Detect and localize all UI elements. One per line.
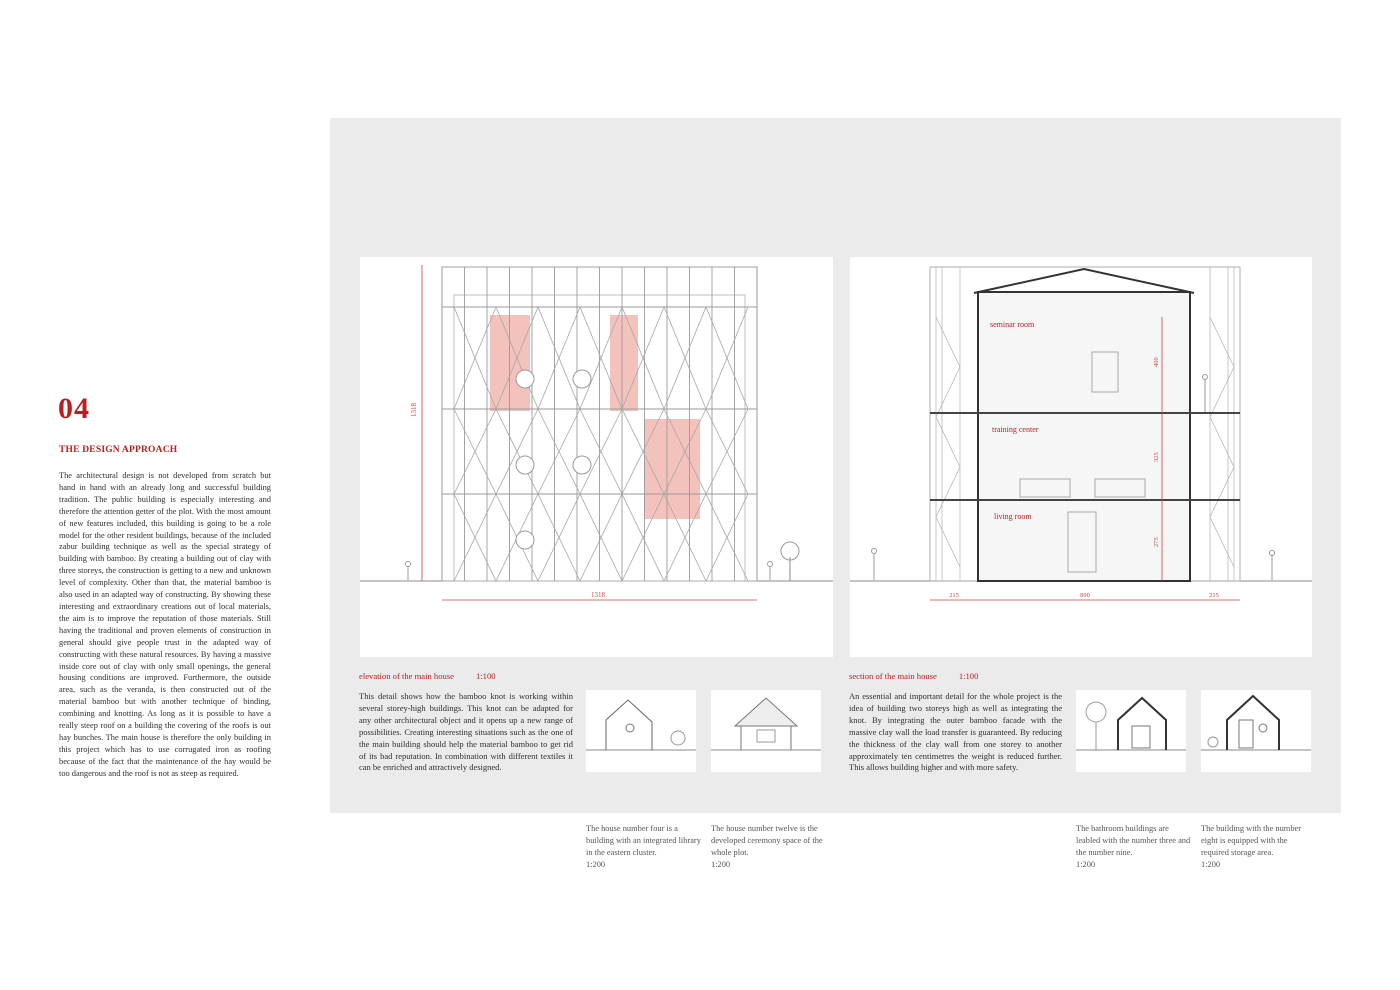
tree-icon [780,541,800,581]
drawing-panel: 1318 1318 [330,118,1341,813]
section-heading: THE DESIGN APPROACH [59,445,178,455]
dim-horizontal-3: 215 [1209,592,1219,599]
thumbnail-note-4: The building with the number eight is eq… [1201,824,1302,869]
section-drawing: seminar room training center living room… [850,257,1312,657]
elevation-svg: 1318 1318 [360,257,833,657]
room-label-training: training center [992,425,1039,434]
house-four-thumbnail [586,690,696,772]
section-description: An essential and important detail for th… [849,691,1062,773]
dim-vertical-2: 325 [1153,452,1160,462]
section-svg: seminar room training center living room… [850,257,1312,657]
intro-paragraph: The architectural design is not develope… [59,471,271,778]
thumbnail-note-2: The house number twelve is the developed… [711,824,823,869]
storage-thumbnail [1201,690,1311,772]
elevation-height-dim: 1318 [410,403,418,418]
room-label-living: living room [994,512,1032,521]
person-icon [871,374,1275,580]
room-label-seminar: seminar room [990,320,1035,329]
dim-vertical-1: 400 [1153,357,1160,367]
thumbnail-note-3: The bathroom buildings are leabled with … [1076,824,1191,869]
elevation-description: This detail shows how the bamboo knot is… [359,691,573,773]
dim-vertical-3: 275 [1153,537,1160,547]
thumbnail-note-1: The house number four is a building with… [586,824,701,869]
bathroom-thumbnail [1076,690,1186,772]
elevation-drawing: 1318 1318 [360,257,833,657]
section-number: 04 [58,392,90,425]
person-icon [405,561,773,580]
knot-lattice [453,306,749,582]
house-twelve-thumbnail [711,690,821,772]
dim-horizontal-2: 890 [1080,592,1090,599]
elevation-width-dim: 1318 [591,591,606,599]
dim-horizontal-1: 215 [949,592,959,599]
